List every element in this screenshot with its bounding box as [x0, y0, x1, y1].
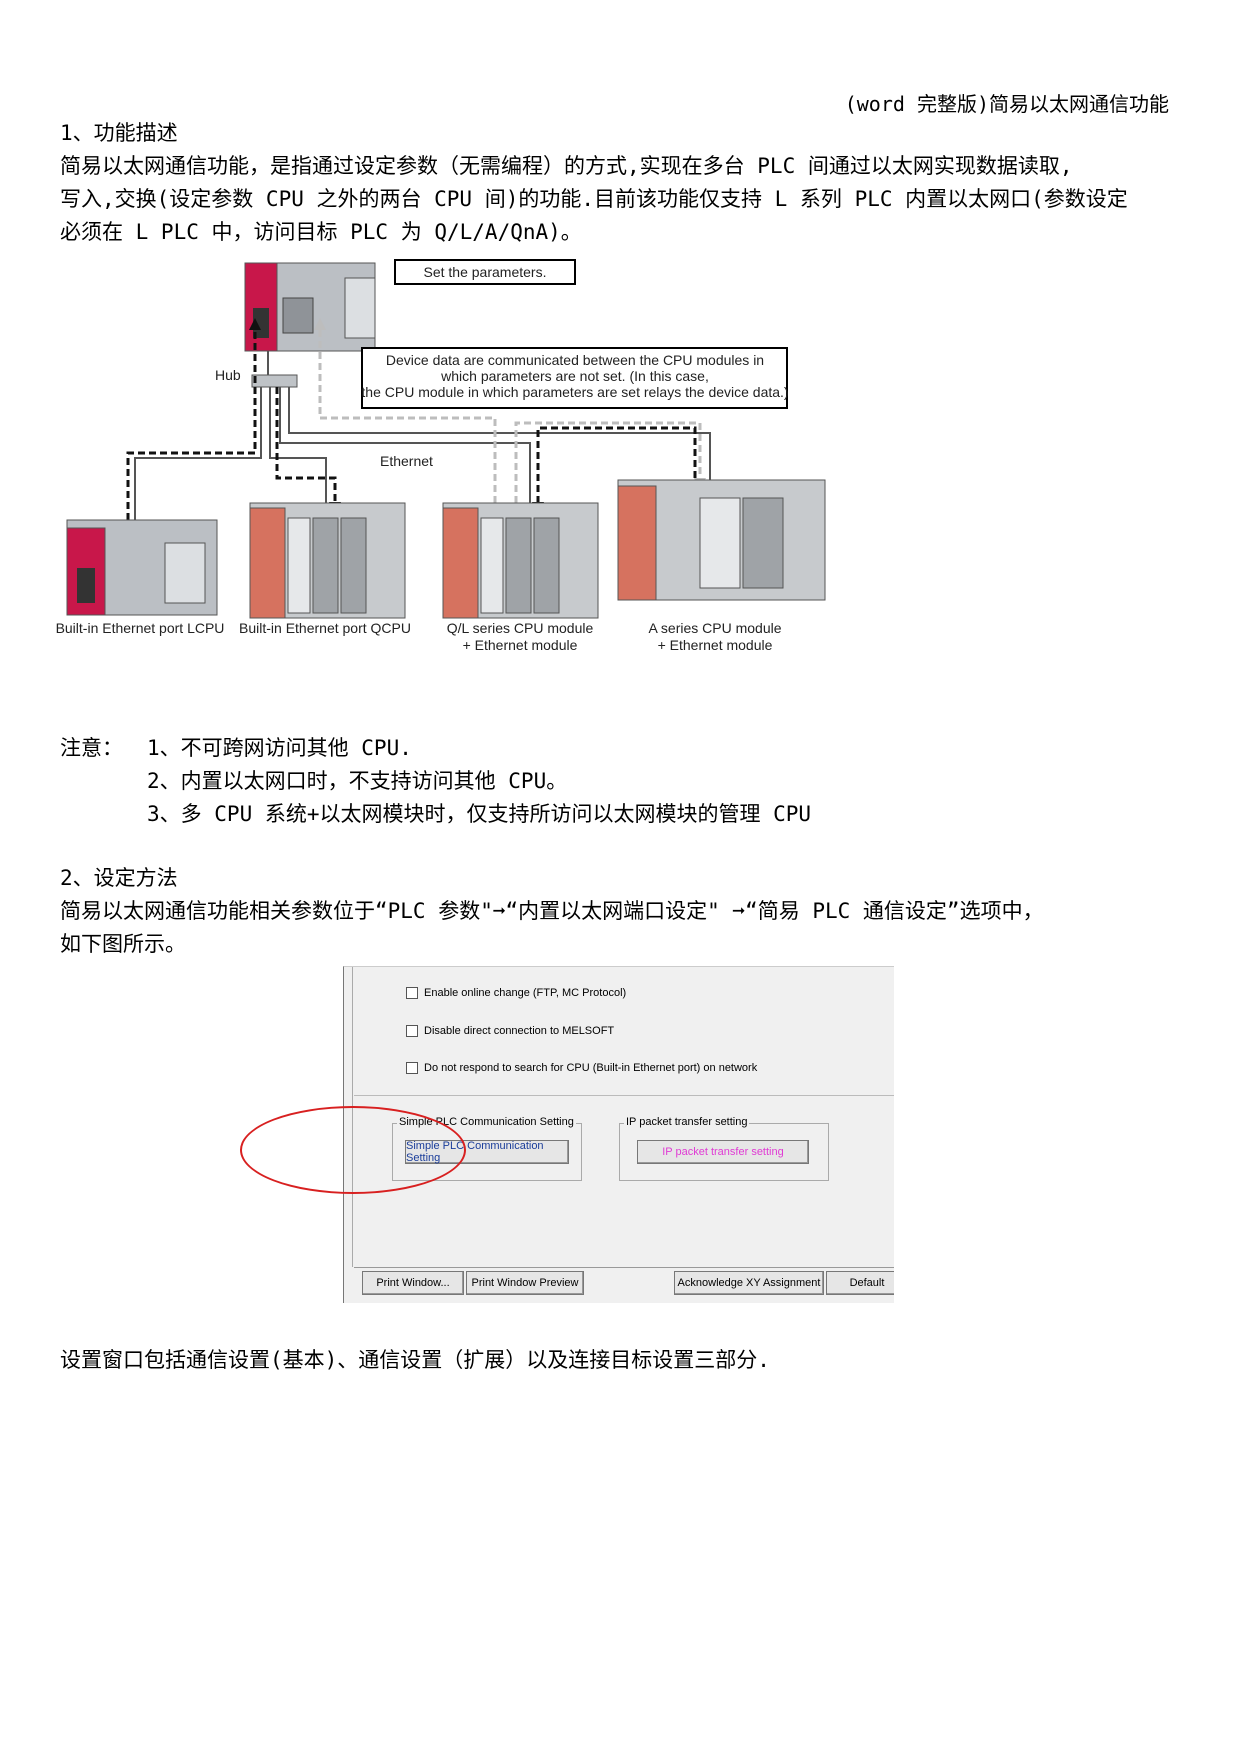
checkbox-box[interactable] — [406, 1062, 418, 1074]
caption-ql-series: Q/L series CPU module — [447, 620, 594, 636]
checkbox-box[interactable] — [406, 987, 418, 999]
footer-text: 设置窗口包括通信设置(基本)、通信设置（扩展）以及连接目标设置三部分. — [60, 1348, 770, 1372]
ql-series-icon — [442, 502, 599, 619]
checkbox-box[interactable] — [406, 1025, 418, 1037]
data-flow-black — [126, 328, 697, 520]
section2-paragraph: 简易以太网通信功能相关参数位于“PLC 参数"➞“内置以太网端口设定" ➞“简易… — [60, 895, 1182, 961]
print-window-button[interactable]: Print Window... — [362, 1271, 464, 1295]
note-item: 3、多 CPU 系统+以太网模块时，仅支持所访问以太网模块的管理 CPU — [147, 802, 812, 826]
device-note-box — [361, 347, 788, 409]
caption-ql-series: + Ethernet module — [463, 637, 578, 653]
checkbox-disable-direct[interactable]: Disable direct connection to MELSOFT — [406, 1025, 614, 1037]
para-line: 写入,交换(设定参数 CPU 之外的两台 CPU 间)的功能.目前该功能仅支持 … — [60, 187, 1128, 211]
data-flow-gray — [318, 328, 702, 503]
checkbox-no-respond[interactable]: Do not respond to search for CPU (Built-… — [406, 1062, 757, 1074]
group-ip-packet: IP packet transfer setting IP packet tra… — [619, 1116, 829, 1181]
print-preview-button[interactable]: Print Window Preview — [466, 1271, 584, 1295]
para-line: 简易以太网通信功能，是指通过设定参数（无需编程）的方式,实现在多台 PLC 间通… — [60, 154, 1073, 178]
highlight-circle — [240, 1106, 466, 1194]
network-diagram: Set the parameters. Device data are comm… — [56, 259, 826, 653]
checkbox-label: Enable online change (FTP, MC Protocol) — [424, 987, 627, 999]
caption-qcpu: Built-in Ethernet port QCPU — [239, 620, 411, 636]
caption-lcpu: Built-in Ethernet port LCPU — [56, 620, 225, 636]
device-note-line: which parameters are not set. (In this c… — [440, 368, 709, 384]
note-item: 2、内置以太网口时，不支持访问其他 CPU。 — [147, 769, 568, 793]
caption-a-series: + Ethernet module — [658, 637, 773, 653]
default-button[interactable]: Default — [826, 1271, 894, 1295]
hub-icon — [251, 374, 298, 388]
a-series-icon — [617, 479, 826, 601]
section2-title: 2、设定方法 — [60, 866, 178, 890]
ethernet-label: Ethernet — [380, 453, 433, 469]
document-header: (word 完整版)简易以太网通信功能 — [844, 92, 1169, 116]
ethernet-cables — [134, 351, 711, 520]
caption-a-series: A series CPU module — [648, 620, 781, 636]
checkbox-online-change[interactable]: Enable online change (FTP, MC Protocol) — [406, 987, 626, 999]
para-line: 必须在 L PLC 中，访问目标 PLC 为 Q/L/A/QnA)。 — [60, 220, 582, 244]
device-note-line: Device data are communicated between the… — [386, 352, 764, 368]
acknowledge-xy-button[interactable]: Acknowledge XY Assignment — [674, 1271, 824, 1295]
checkbox-label: Do not respond to search for CPU (Built-… — [424, 1062, 758, 1074]
set-params-box — [394, 259, 576, 285]
group-title: IP packet transfer setting — [624, 1116, 750, 1128]
section1-paragraph: 简易以太网通信功能，是指通过设定参数（无需编程）的方式,实现在多台 PLC 间通… — [60, 150, 1182, 249]
section1-title: 1、功能描述 — [60, 121, 178, 145]
checkbox-label: Disable direct connection to MELSOFT — [424, 1025, 615, 1037]
lcpu-icon — [66, 519, 218, 616]
para-line: 如下图所示。 — [60, 932, 186, 956]
hub-label: Hub — [215, 367, 241, 383]
device-note-line: the CPU module in which parameters are s… — [361, 384, 788, 400]
notes-prefix: 注意： — [60, 736, 123, 760]
ip-packet-transfer-button[interactable]: IP packet transfer setting — [637, 1140, 809, 1164]
para-line: 简易以太网通信功能相关参数位于“PLC 参数"➞“内置以太网端口设定" ➞“简易… — [60, 899, 1044, 923]
set-params-label: Set the parameters. — [424, 264, 547, 280]
note-item: 1、不可跨网访问其他 CPU. — [147, 736, 412, 760]
qcpu-icon — [249, 502, 406, 619]
plc-top-icon — [244, 262, 376, 352]
